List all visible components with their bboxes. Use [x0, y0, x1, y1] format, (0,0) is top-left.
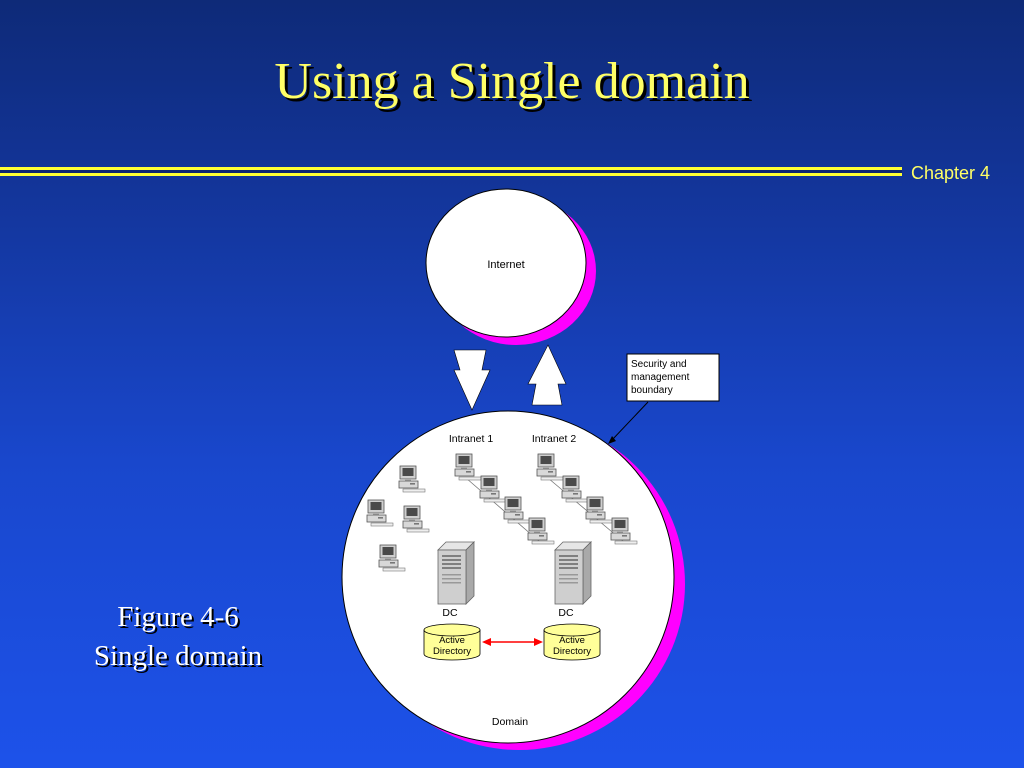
ad-left-line2: Directory — [433, 646, 471, 657]
boundary-pointer-head — [608, 436, 616, 444]
dc-right-label: DC — [558, 607, 574, 619]
boundary-note-line1: Security and — [631, 359, 687, 370]
intranet2-label: Intranet 2 — [532, 433, 577, 445]
internet-node: Internet — [425, 188, 596, 345]
domain-boundary — [341, 410, 685, 750]
intranet1-link — [465, 477, 541, 543]
internet-label: Internet — [487, 259, 524, 271]
domain-label: Domain — [492, 716, 528, 728]
database-icon — [543, 623, 601, 661]
dc-left-label: DC — [442, 607, 458, 619]
slide-title: Using a Single domain — [274, 53, 750, 110]
intranet1-label: Intranet 1 — [449, 433, 494, 445]
boundary-pointer — [611, 401, 649, 441]
server-icon — [554, 541, 592, 605]
figure-caption: Figure 4-6 Single domain — [60, 598, 296, 676]
title-divider-inner — [0, 170, 902, 173]
ad-right-line2: Directory — [553, 646, 591, 657]
boundary-note: Security and management boundary — [608, 353, 720, 444]
title-divider — [0, 167, 902, 176]
arrow-up-icon — [527, 344, 567, 406]
caption-line2: Single domain — [93, 640, 263, 673]
intranet2-link — [547, 477, 625, 543]
chapter-label: Chapter 4 — [911, 163, 991, 183]
ad-left-line1: Active — [439, 635, 465, 646]
boundary-note-line3: boundary — [631, 385, 673, 396]
database-icon — [423, 623, 481, 661]
ad-right-line1: Active — [559, 635, 585, 646]
caption-line1: Figure 4-6 — [117, 601, 239, 633]
replication-arrow — [482, 638, 543, 646]
server-icon — [437, 541, 475, 605]
boundary-note-line2: management — [631, 372, 690, 383]
arrow-down-icon — [453, 349, 491, 411]
